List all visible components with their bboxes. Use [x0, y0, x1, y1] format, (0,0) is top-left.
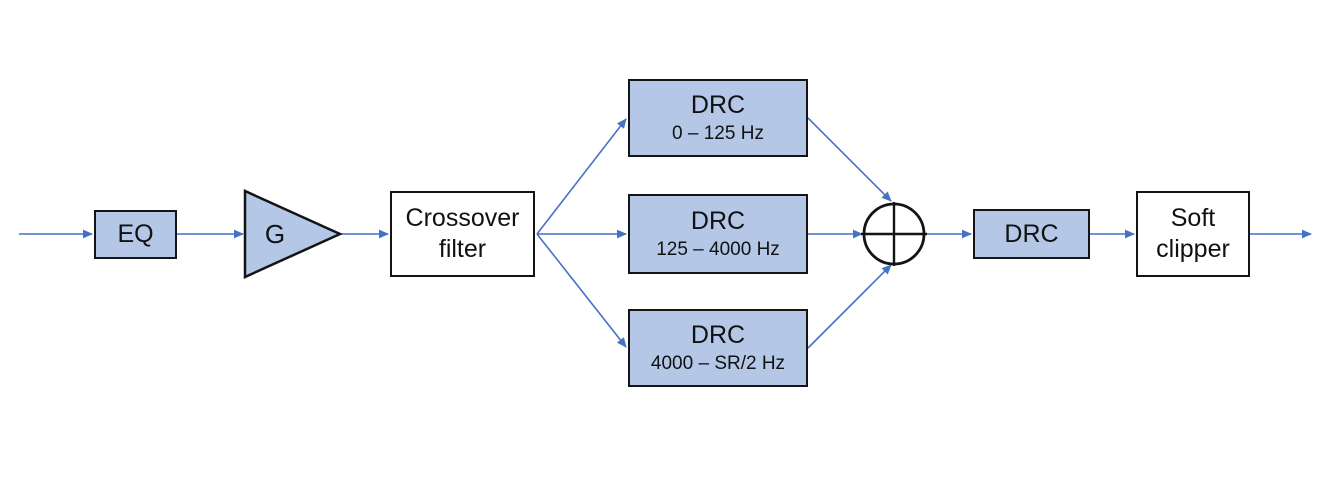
arrow-drc-low-to-sum	[807, 117, 892, 202]
arrow-crossover-to-drc-low	[536, 118, 627, 235]
drc-mid-title: DRC	[690, 207, 746, 235]
block-drc-low: DRC 0 – 125 Hz	[628, 79, 808, 157]
drc-mid-range: 125 – 4000 Hz	[656, 239, 780, 260]
crossover-label-line2: filter	[438, 235, 487, 263]
sum-junction-icon	[861, 202, 927, 266]
crossover-label-line1: Crossover	[405, 204, 520, 232]
eq-label: EQ	[117, 220, 154, 248]
gain-label: G	[264, 218, 286, 249]
block-crossover-filter: Crossover filter	[390, 191, 535, 277]
soft-clipper-label-line2: clipper	[1156, 235, 1230, 263]
arrow-crossover-to-drc-high	[536, 233, 627, 348]
arrow-drc-high-to-sum	[807, 264, 892, 349]
drc-high-title: DRC	[690, 321, 746, 349]
block-drc-post: DRC	[973, 209, 1090, 259]
block-drc-mid: DRC 125 – 4000 Hz	[628, 194, 808, 274]
drc-low-range: 0 – 125 Hz	[672, 123, 764, 144]
gain-triangle	[243, 189, 344, 279]
soft-clipper-label-line1: Soft	[1170, 204, 1216, 232]
drc-post-label: DRC	[1004, 219, 1059, 248]
drc-high-range: 4000 – SR/2 Hz	[650, 353, 786, 374]
block-drc-high: DRC 4000 – SR/2 Hz	[628, 309, 808, 387]
block-soft-clipper: Soft clipper	[1136, 191, 1250, 277]
drc-low-title: DRC	[690, 91, 746, 119]
block-eq: EQ	[94, 210, 177, 259]
